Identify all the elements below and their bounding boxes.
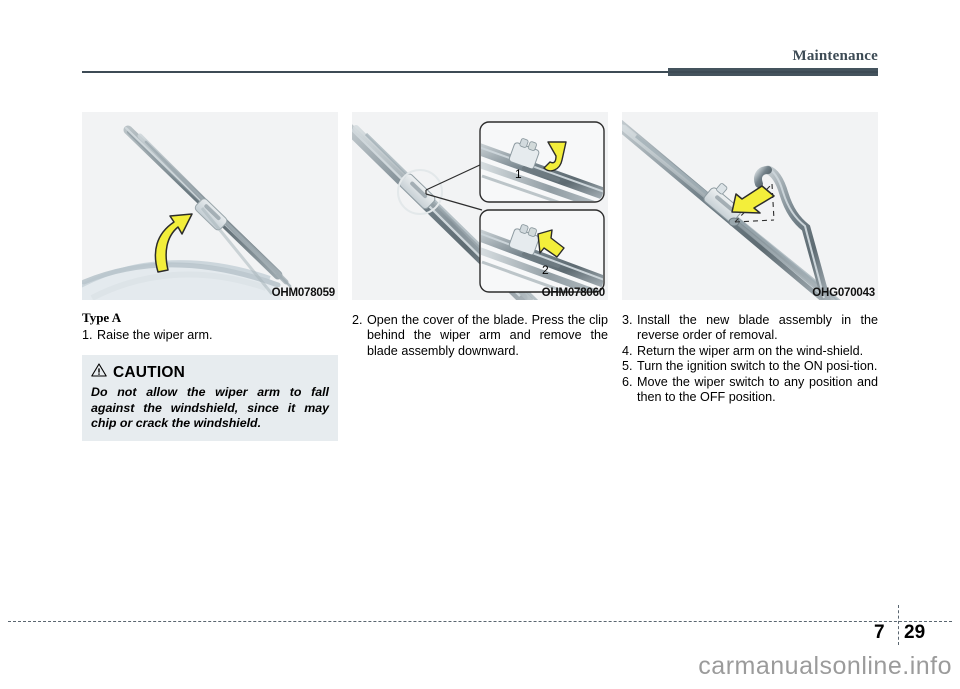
callout-label-1: 1: [515, 167, 522, 181]
column-1: OHM078059 Type A 1. Raise the wiper arm.…: [82, 112, 338, 441]
column-2: 1: [352, 112, 608, 359]
yellow-install-arrow-icon: [731, 185, 775, 214]
wiper-blade-clip-illustration: 1: [352, 112, 608, 300]
step-number: 2.: [352, 313, 363, 327]
callout-detail-2: 2: [479, 209, 605, 293]
list-item: 6. Move the wiper switch to any position…: [622, 375, 878, 406]
yellow-rotate-arrow-icon: [154, 213, 193, 273]
step-number: 4.: [622, 343, 633, 358]
site-watermark: carmanualsonline.info: [698, 652, 952, 680]
caution-box: CAUTION Do not allow the wiper arm to fa…: [82, 355, 338, 441]
steps-list-2: 2. Open the cover of the blade. Press th…: [352, 313, 608, 359]
page-number: 29: [904, 622, 926, 643]
step-text: Install the new blade assembly in the re…: [637, 313, 878, 343]
step-text: Raise the wiper arm.: [97, 327, 213, 342]
figure-code: OHG070043: [812, 287, 875, 299]
wiper-arm-raised-illustration: [82, 112, 338, 300]
step-number: 6.: [622, 374, 633, 389]
page-title: Maintenance: [792, 48, 878, 64]
type-label: Type A: [82, 310, 122, 325]
figure-code: OHM078059: [271, 287, 336, 299]
step-text: Move the wiper switch to any position an…: [637, 374, 878, 405]
figure-new-blade-install: OHG070043: [622, 112, 878, 300]
new-blade-install-illustration: [622, 112, 878, 300]
page-header: Maintenance: [0, 0, 960, 80]
list-item: 2. Open the cover of the blade. Press th…: [352, 313, 608, 359]
caution-body: Do not allow the wiper arm to fall again…: [91, 385, 329, 430]
list-item: 5. Turn the ignition switch to the ON po…: [622, 359, 878, 374]
list-item: 3. Install the new blade assembly in the…: [622, 313, 878, 344]
steps-list-3: 3. Install the new blade assembly in the…: [622, 313, 878, 405]
figure-wiper-blade-clip-detail: 1: [352, 112, 608, 300]
footer-divider: [8, 621, 952, 622]
footer-vertical-divider: [898, 605, 899, 645]
column-3: OHG070043 3. Install the new blade assem…: [622, 112, 878, 405]
step-text: Return the wiper arm on the wind-shield.: [637, 343, 864, 358]
header-rule: [82, 71, 878, 73]
steps-list-1: 1. Raise the wiper arm.: [82, 328, 338, 343]
caution-header: CAUTION: [91, 363, 329, 382]
callout-detail-1: 1: [479, 121, 605, 203]
caution-title: CAUTION: [113, 363, 186, 381]
warning-triangle-icon: [91, 363, 107, 382]
content-columns: OHM078059 Type A 1. Raise the wiper arm.…: [82, 112, 878, 441]
step-number: 3.: [622, 313, 633, 327]
chapter-number: 7: [874, 622, 885, 643]
step-number: 5.: [622, 359, 633, 374]
step-number: 1.: [82, 327, 93, 342]
list-item: 1. Raise the wiper arm.: [82, 328, 338, 343]
step-text: Turn the ignition switch to the ON posi-…: [637, 359, 878, 374]
figure-wiper-arm-raised: OHM078059: [82, 112, 338, 300]
step-text: Open the cover of the blade. Press the c…: [367, 313, 608, 358]
figure-code: OHM078060: [541, 287, 606, 299]
callout-label-2: 2: [542, 263, 549, 277]
list-item: 4. Return the wiper arm on the wind-shie…: [622, 344, 878, 359]
